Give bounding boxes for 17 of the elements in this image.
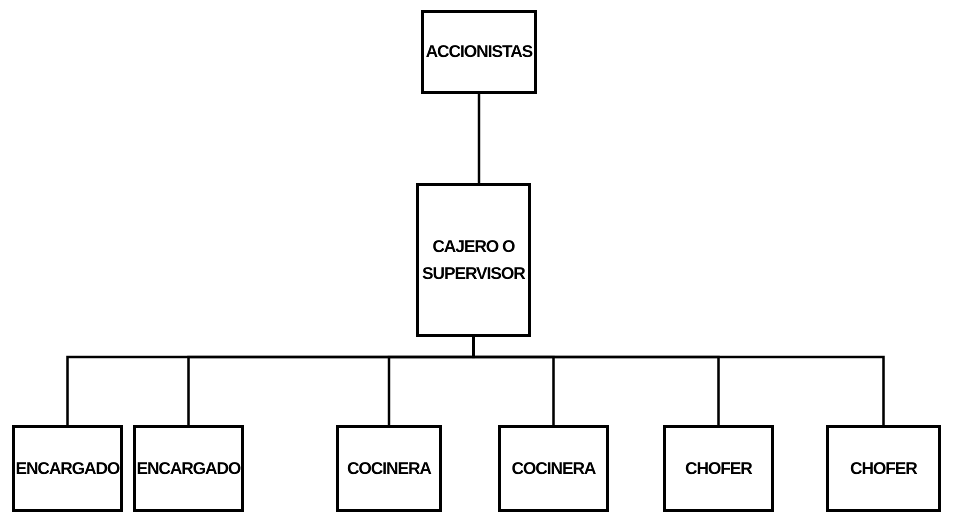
role-box: [421, 10, 537, 94]
role-box: [416, 183, 531, 337]
role-title: COCINERA: [512, 458, 596, 480]
role-title: CAJERO O SUPERVISOR: [422, 236, 525, 285]
role-box: [133, 425, 244, 512]
role-box: [498, 425, 609, 512]
role-title: COCINERA: [347, 458, 431, 480]
role-box: [336, 425, 442, 512]
role-box: [826, 425, 941, 512]
role-box: [12, 425, 123, 512]
connector-line: [478, 94, 480, 183]
role-title: CHOFER: [850, 458, 917, 480]
role-box: [663, 425, 774, 512]
role-title: ENCARGADO: [136, 458, 240, 480]
role-title: ACCIONISTAS: [426, 41, 532, 64]
role-title: CHOFER: [685, 458, 752, 480]
role-title: ENCARGADO: [16, 458, 120, 480]
